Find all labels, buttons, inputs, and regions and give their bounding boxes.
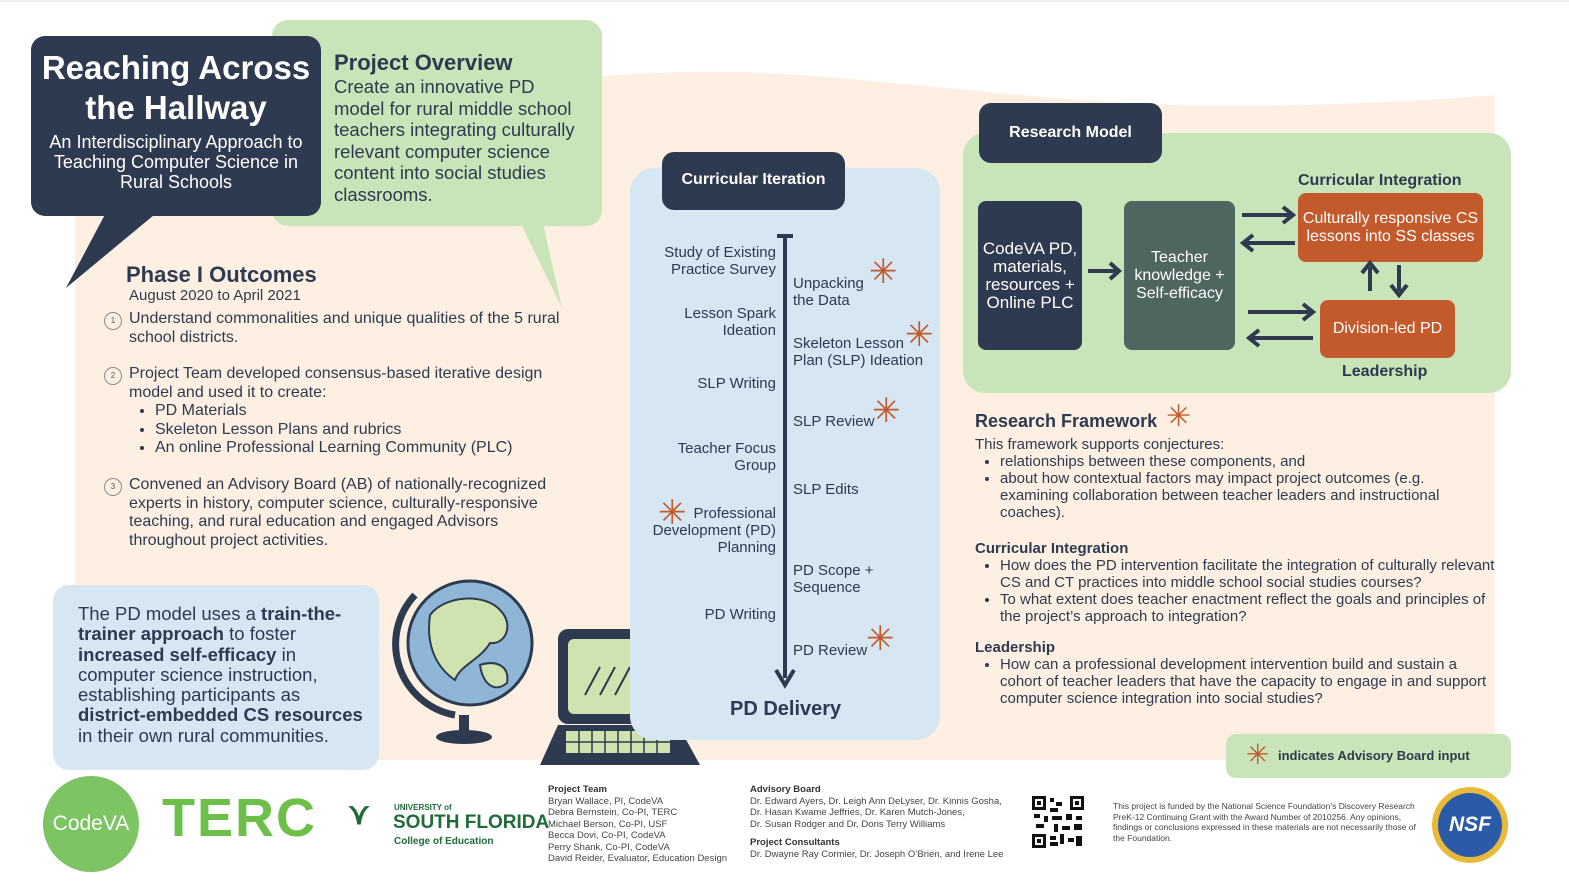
bullet-item: How can a professional development inter… (1000, 656, 1495, 707)
outcome-item-1: 1 Understand commonalities and unique qu… (104, 310, 574, 347)
ci-questions: How does the PD intervention facilitate … (975, 557, 1495, 625)
bullet-item: Skeleton Lesson Plans and rubrics (155, 421, 574, 440)
number-icon: 2 (104, 367, 122, 385)
legend-text: indicates Advisory Board input (1278, 748, 1470, 763)
bullet-item: about how contextual factors may impact … (1000, 470, 1495, 521)
leadership-heading: Leadership (975, 639, 1056, 656)
asterisk-icon: ✳ (869, 253, 898, 291)
advisory-board: Advisory Board Dr. Edward Ayers, Dr. Lei… (750, 784, 1020, 860)
framework-intro: This framework supports conjectures: (975, 436, 1225, 453)
bullet-item: To what extent does teacher enactment re… (1000, 591, 1495, 625)
outcome-text: Understand commonalities and unique qual… (129, 310, 560, 346)
bullet-item: An online Professional Learning Communit… (155, 439, 574, 458)
legend-box: ✳ indicates Advisory Board input (1226, 734, 1511, 778)
overview-text: Create an innovative PD model for rural … (334, 76, 575, 205)
team-member: Becca Dovi, Co-PI, CodeVA (548, 830, 666, 841)
teacher-knowledge-box: Teacher knowledge + Self-efficacy (1124, 201, 1235, 350)
outcome-item-2: 2 Project Team developed consensus-based… (104, 365, 574, 458)
codeva-pd-label: CodeVA PD, materials, resources + Online… (982, 238, 1078, 312)
step-pd-writing: PD Writing (704, 606, 776, 623)
codeva-pd-box: CodeVA PD, materials, resources + Online… (978, 201, 1082, 350)
pd-model-box: The PD model uses a train-the-trainer ap… (53, 585, 379, 770)
advisory-member: Dr. Hasan Kwame Jeffries, Dr. Karen Mutc… (750, 807, 965, 818)
research-model-tab: Research Model (979, 103, 1162, 163)
asterisk-icon: ✳ (905, 316, 934, 354)
phase-heading: Phase I Outcomes (126, 262, 317, 287)
bullet-item: PD Materials (155, 402, 574, 421)
step-slp-writing: SLP Writing (697, 375, 776, 392)
advisory-member: Dr. Susan Rodger and Dr. Doris Terry Wil… (750, 818, 946, 830)
usf-main-text: SOUTH FLORIDA (393, 812, 550, 833)
qr-code-icon[interactable] (1032, 796, 1084, 848)
asterisk-icon: ✳ (866, 620, 895, 658)
step-slp-edits: SLP Edits (793, 481, 859, 498)
usf-sub-text: College of Education (394, 836, 494, 847)
pd-delivery-label: PD Delivery (730, 698, 842, 720)
outcome-text: Project Team developed consensus-based i… (129, 365, 543, 401)
nsf-seal-icon: NSF (1432, 787, 1508, 863)
usf-bull-icon: ⋎ (348, 798, 370, 831)
curricular-integration-label: Curricular Integration (1298, 172, 1462, 189)
division-led-pd-box: Division-led PD (1320, 300, 1455, 358)
timeline-arrow (774, 234, 796, 689)
poster-title: Reaching Across the Hallway (41, 49, 311, 126)
step-pd-planning: Professional Development (PD) Planning (652, 505, 776, 556)
cs-lessons-label: Culturally responsive CS lessons into SS… (1302, 209, 1479, 245)
project-team: Project Team Bryan Wallace, PI, CodeVA D… (548, 784, 743, 865)
leadership-questions: How can a professional development inter… (975, 656, 1495, 707)
framework-body: This framework supports conjectures: rel… (975, 436, 1495, 521)
framework-bullets: relationships between these components, … (975, 453, 1495, 521)
usf-top-text: UNIVERSITY of (394, 803, 452, 812)
team-member: Michael Berson, Co-PI, USF (548, 818, 668, 830)
advisory-member: Dr. Edward Ayers, Dr. Leigh Ann DeLyser,… (750, 795, 1002, 807)
leadership-label: Leadership (1342, 363, 1428, 380)
step-slp-review: SLP Review (793, 413, 875, 430)
number-icon: 3 (104, 478, 122, 496)
overview-heading: Project Overview (334, 50, 513, 75)
step-lesson-spark: Lesson Spark Ideation (684, 305, 776, 339)
funding-statement: This project is funded by the National S… (1113, 801, 1416, 843)
globe-icon (392, 579, 534, 744)
division-led-pd-label: Division-led PD (1332, 320, 1443, 337)
team-member: Debra Bernstein, Co-PI, TERC (548, 807, 678, 818)
bullet-item: How does the PD intervention facilitate … (1000, 557, 1495, 591)
phase-dates: August 2020 to April 2021 (129, 287, 301, 304)
asterisk-icon: ✳ (658, 494, 687, 532)
step-focus-group: Teacher Focus Group (677, 440, 776, 474)
nsf-logo-text: NSF (1438, 793, 1502, 857)
number-icon: 1 (104, 312, 122, 330)
asterisk-icon: ✳ (1246, 739, 1270, 770)
project-overview-bubble: Project Overview Create an innovative PD… (272, 20, 602, 226)
codeva-logo: CodeVA (43, 776, 139, 872)
asterisk-icon: ✳ (1166, 400, 1192, 433)
outcome-bullets: PD Materials Skeleton Lesson Plans and r… (104, 402, 574, 458)
advisory-heading: Advisory Board (750, 784, 821, 795)
ci-heading: Curricular Integration (975, 540, 1129, 557)
cs-lessons-box: Culturally responsive CS lessons into SS… (1298, 193, 1483, 262)
step-practice-survey: Study of Existing Practice Survey (664, 244, 776, 278)
bullet-item: relationships between these components, … (1000, 453, 1495, 470)
step-unpacking-data: Unpacking the Data (793, 275, 864, 309)
pd-model-text: The PD model uses a train-the-trainer ap… (78, 603, 363, 746)
outcome-text: Convened an Advisory Board (AB) of natio… (129, 476, 547, 549)
outcome-item-3: 3 Convened an Advisory Board (AB) of nat… (104, 476, 574, 550)
poster-subtitle: An Interdisciplinary Approach to Teachin… (49, 132, 303, 192)
framework-heading: Research Framework (975, 411, 1158, 431)
step-pd-scope: PD Scope + Sequence (793, 562, 874, 596)
terc-logo: TERC (162, 788, 317, 848)
asterisk-icon: ✳ (872, 392, 901, 430)
consultants-list: Dr. Dwayne Ray Cormier, Dr. Joseph O’Bri… (750, 848, 1004, 860)
step-slp-ideation: Skeleton Lesson Plan (SLP) Ideation (793, 335, 924, 369)
teacher-knowledge-label: Teacher knowledge + Self-efficacy (1134, 248, 1225, 302)
team-member: Perry Shank, Co-PI, CodeVA (548, 841, 670, 853)
curricular-iteration-tab: Curricular Iteration (662, 152, 845, 210)
consultants-heading: Project Consultants (750, 837, 840, 848)
team-heading: Project Team (548, 784, 607, 795)
team-member: David Reider, Evaluator, Education Desig… (548, 853, 728, 864)
team-member: Bryan Wallace, PI, CodeVA (548, 795, 664, 807)
step-pd-review: PD Review (793, 642, 868, 659)
title-bubble: Reaching Across the Hallway An Interdisc… (31, 36, 321, 216)
research-arrows (1088, 205, 1409, 348)
